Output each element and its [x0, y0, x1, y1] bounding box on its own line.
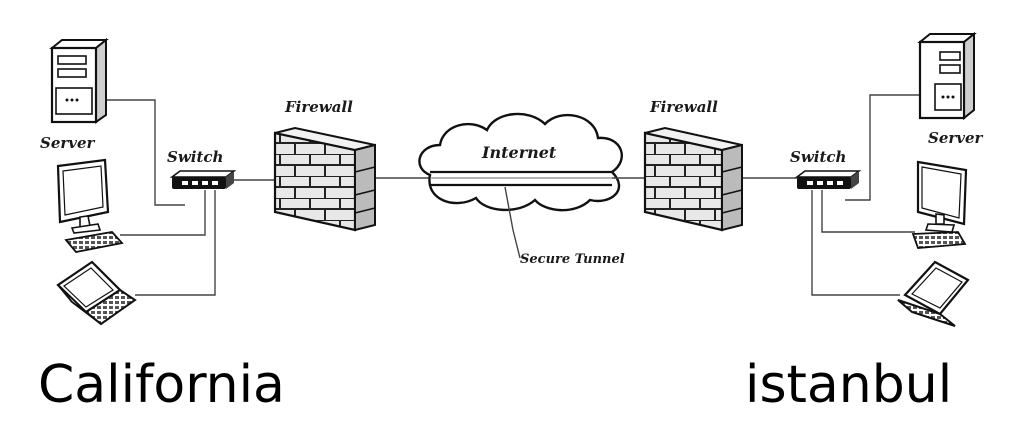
- firewall-icon: [643, 126, 743, 232]
- cloud-icon: [418, 112, 623, 212]
- laptop-icon: [56, 260, 137, 326]
- keyboard-icon: [911, 231, 967, 249]
- secure-tunnel: [430, 170, 612, 259]
- right-switch-label: Switch: [790, 148, 846, 166]
- left-links: [106, 99, 430, 296]
- left-server-label: Server: [40, 134, 96, 152]
- server-icon: [49, 37, 109, 124]
- laptop-icon: [897, 260, 970, 327]
- monitor-icon: [56, 158, 110, 234]
- right-server-label: Server: [928, 129, 984, 147]
- keyboard-icon: [64, 231, 124, 253]
- switch-icon: [794, 170, 862, 189]
- server-icon: [917, 31, 977, 121]
- monitor-icon: [916, 160, 968, 233]
- secure-tunnel-label: Secure Tunnel: [520, 252, 625, 267]
- left-switch-label: Switch: [167, 148, 223, 166]
- firewall-icon: [273, 126, 376, 232]
- internet-label: Internet: [481, 143, 557, 162]
- right-firewall-label: Firewall: [649, 98, 718, 116]
- left-firewall-label: Firewall: [284, 98, 353, 116]
- location-istanbul: istanbul: [745, 355, 952, 415]
- location-california: California: [38, 355, 285, 415]
- switch-icon: [169, 170, 237, 189]
- right-links: [612, 94, 920, 296]
